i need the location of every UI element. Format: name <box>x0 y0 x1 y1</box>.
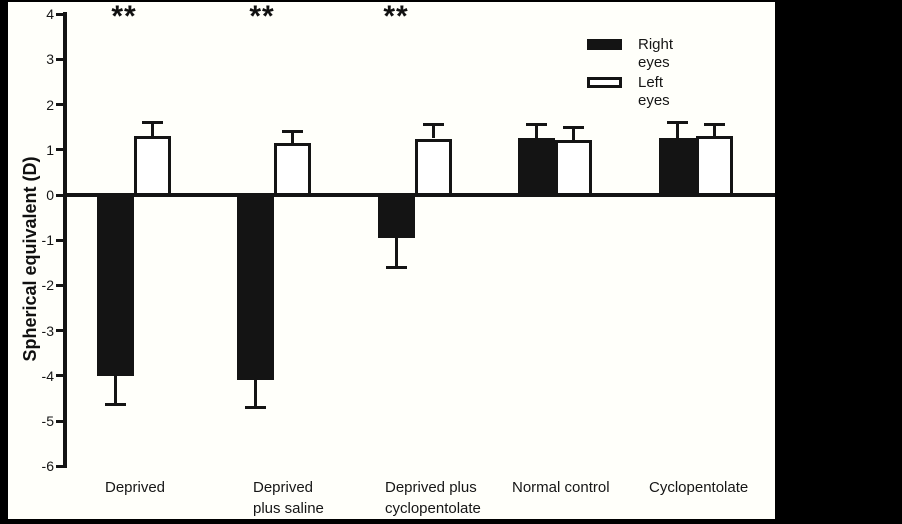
y-axis-tick <box>56 464 63 468</box>
bar-left-eyes-4 <box>696 136 733 197</box>
bar-left-eyes-1 <box>274 143 311 197</box>
error-bar-cap <box>386 265 407 269</box>
error-bar-stem <box>432 124 435 139</box>
bar-left-eyes-3 <box>555 139 592 197</box>
y-axis-tick <box>56 12 63 16</box>
bar-left-eyes-2 <box>415 138 452 197</box>
significance-marker: ** <box>111 0 137 33</box>
y-axis-tick <box>56 283 63 287</box>
y-tick-label: -2 <box>41 277 54 294</box>
y-tick-label: -1 <box>41 232 54 249</box>
y-axis-tick <box>56 148 63 152</box>
error-bar-cap <box>667 121 688 125</box>
error-bar-stem <box>535 124 538 138</box>
category-label: Deprived <box>105 479 166 496</box>
bar-right-eyes-2 <box>378 195 415 238</box>
category-label: Deprived plus cyclopentolate <box>385 479 481 517</box>
error-bar-stem <box>114 373 117 405</box>
error-bar-cap <box>282 130 303 134</box>
y-axis-tick <box>56 238 63 242</box>
legend-label-left-eyes: Left eyes <box>638 74 670 109</box>
y-tick-label: 3 <box>46 51 54 68</box>
category-label: Cyclopentolate <box>649 479 749 496</box>
category-label: Normal control <box>512 479 610 496</box>
error-bar-cap <box>245 406 266 410</box>
y-axis-line <box>63 12 67 469</box>
y-tick-label: 4 <box>46 6 54 23</box>
y-axis-tick <box>56 329 63 333</box>
y-axis-tick <box>56 419 63 423</box>
y-axis-tick <box>56 193 63 197</box>
bar-right-eyes-4 <box>659 137 696 197</box>
error-bar-stem <box>676 122 679 138</box>
significance-marker: ** <box>249 0 275 33</box>
error-bar-cap <box>142 121 163 125</box>
y-tick-label: 0 <box>46 187 54 203</box>
y-tick-label: -3 <box>41 322 54 339</box>
y-axis-tick <box>56 57 63 61</box>
bar-right-eyes-0 <box>97 195 134 376</box>
error-bar-stem <box>395 235 398 268</box>
error-bar-stem <box>254 378 257 408</box>
bar-left-eyes-0 <box>134 136 171 197</box>
significance-marker: ** <box>383 0 409 33</box>
y-tick-label: -6 <box>41 458 54 475</box>
legend-swatch-right-eyes <box>587 39 622 50</box>
error-bar-stem <box>713 124 716 137</box>
category-label: Deprived plus saline <box>253 479 324 517</box>
error-bar-cap <box>563 126 584 130</box>
x-axis-line <box>63 193 775 197</box>
plot-background <box>8 2 775 519</box>
y-axis-tick <box>56 374 63 378</box>
error-bar-cap <box>105 402 126 406</box>
error-bar-cap <box>526 122 547 126</box>
error-bar-cap <box>704 123 725 127</box>
bar-right-eyes-1 <box>237 195 274 381</box>
y-tick-label: -4 <box>41 367 54 384</box>
error-bar-stem <box>572 127 575 140</box>
y-tick-label: 1 <box>46 141 54 158</box>
legend-label-right-eyes: Right eyes <box>638 36 674 71</box>
error-bar-cap <box>423 123 444 127</box>
error-bar-stem <box>291 131 294 144</box>
legend-swatch-left-eyes <box>587 77 622 88</box>
bar-right-eyes-3 <box>518 137 555 197</box>
error-bar-stem <box>151 122 154 137</box>
y-tick-label: -5 <box>41 413 54 429</box>
y-axis-tick <box>56 103 63 107</box>
y-tick-label: 2 <box>46 96 54 113</box>
